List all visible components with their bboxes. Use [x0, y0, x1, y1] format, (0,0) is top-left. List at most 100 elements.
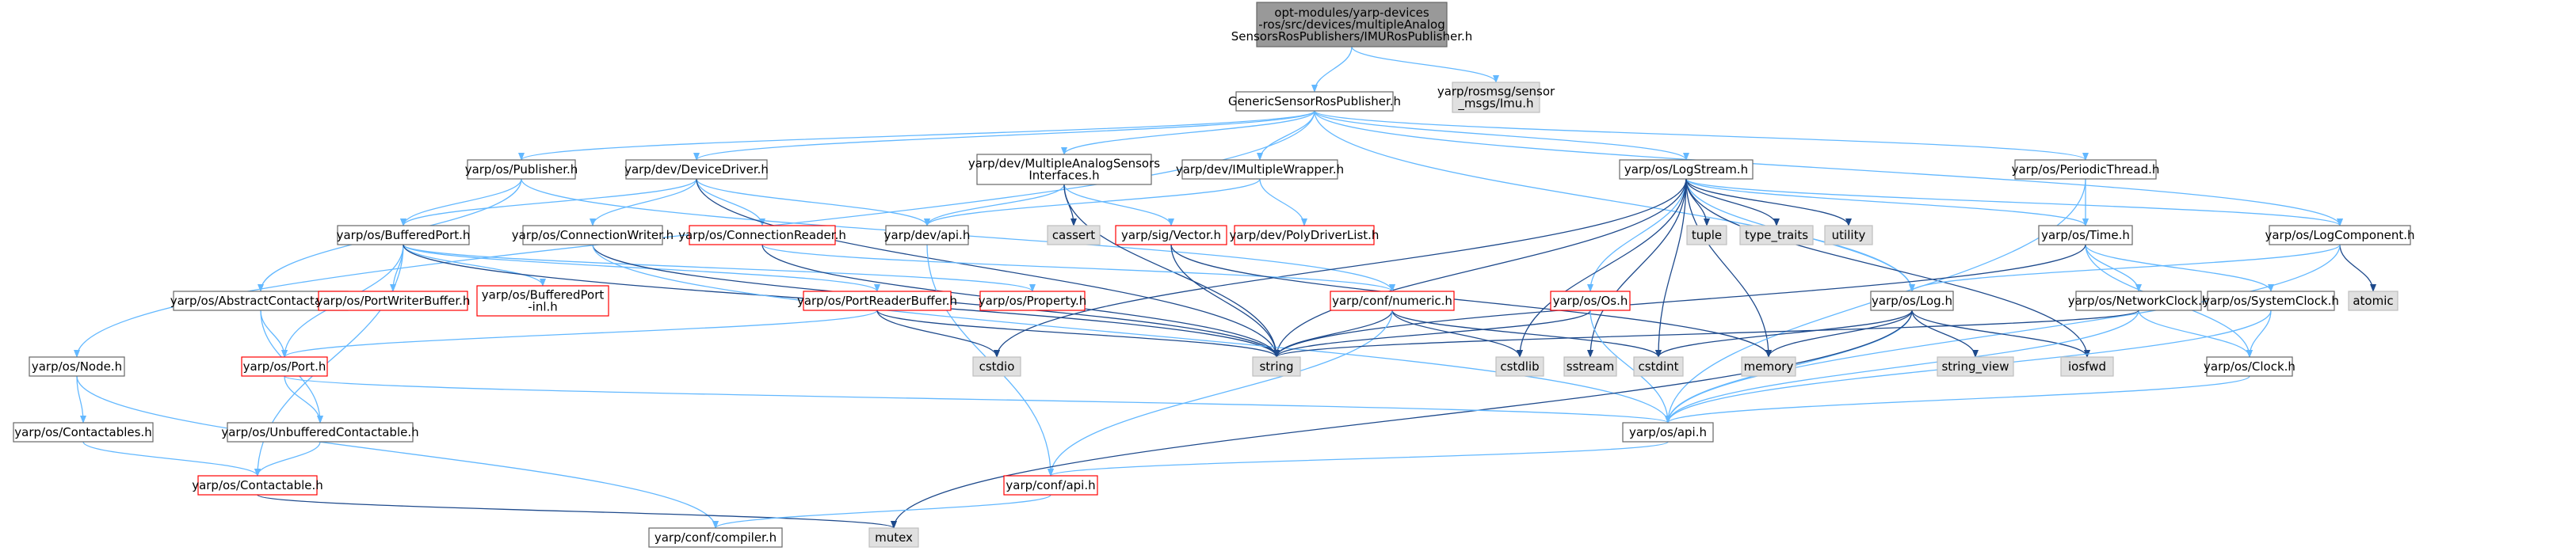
node-clock[interactable]: yarp/os/Clock.h: [2204, 356, 2296, 377]
edge-osos-to-string: [1273, 310, 1591, 358]
node-label: yarp/conf/compiler.h: [654, 530, 777, 545]
edge-osapi-to-confapi: [1048, 441, 1669, 477]
node-iosfwd[interactable]: iosfwd: [2060, 356, 2114, 377]
node-networkclock[interactable]: yarp/os/NetworkClock.h: [2068, 291, 2210, 311]
node-box: [2269, 225, 2411, 245]
node-numeric[interactable]: yarp/conf/numeric.h: [1330, 291, 1455, 311]
node-vector[interactable]: yarp/sig/Vector.h: [1115, 225, 1227, 245]
edge-devicedriver-to-connreader: [696, 178, 765, 226]
node-portwriterbuffer[interactable]: yarp/os/PortWriterBuffer.h: [316, 291, 471, 311]
node-cassert[interactable]: cassert: [1047, 225, 1101, 245]
node-cstdint[interactable]: cstdint: [1633, 356, 1684, 377]
node-box: [476, 285, 609, 317]
node-box: [885, 225, 969, 245]
node-devicedriver[interactable]: yarp/dev/DeviceDriver.h: [624, 159, 769, 180]
node-root[interactable]: opt-modules/yarp-devices-ros/src/devices…: [1231, 2, 1473, 48]
node-atomic[interactable]: atomic: [2348, 291, 2399, 311]
edge-generic-to-periodic: [1314, 110, 2089, 161]
node-typetraits[interactable]: type_traits: [1739, 225, 1814, 245]
node-unbuffered[interactable]: yarp/os/UnbufferedContactable.h: [221, 422, 419, 443]
edge-bufferedport-to-portreaderbuffer: [403, 244, 880, 292]
node-tuple[interactable]: tuple: [1686, 225, 1727, 245]
node-bufferedport[interactable]: yarp/os/BufferedPort.h: [337, 225, 471, 245]
edge-logstream-to-osos: [1587, 178, 1687, 292]
edge-confapi-to-compiler: [712, 494, 1051, 529]
edge-log-to-string_view: [1911, 310, 1979, 358]
node-rosmsg_imu[interactable]: yarp/rosmsg/sensor_msgs/Imu.h: [1437, 82, 1555, 113]
node-contactables[interactable]: yarp/os/Contactables.h: [13, 422, 154, 443]
edge-devicedriver-to-bufferedport: [400, 178, 697, 226]
node-box: [467, 159, 576, 180]
edge-logstream-to-time: [1685, 178, 2089, 226]
node-mutex[interactable]: mutex: [868, 527, 919, 548]
node-box: [1252, 356, 1301, 377]
node-box: [1047, 225, 1101, 245]
edge-publisher-to-bufferedport: [400, 178, 522, 226]
node-string[interactable]: string: [1252, 356, 1301, 377]
node-label: -inl.h: [528, 300, 558, 314]
node-label: yarp/sig/Vector.h: [1121, 228, 1221, 242]
node-node[interactable]: yarp/os/Node.h: [29, 356, 125, 377]
node-connwriter[interactable]: yarp/os/ConnectionWriter.h: [512, 225, 674, 245]
node-box: [1563, 356, 1617, 377]
node-label: yarp/os/Os.h: [1553, 294, 1628, 308]
node-generic[interactable]: GenericSensorRosPublisher.h: [1228, 91, 1401, 112]
node-osos[interactable]: yarp/os/Os.h: [1550, 291, 1631, 311]
node-bufferedportinl[interactable]: yarp/os/BufferedPort-inl.h: [476, 285, 609, 317]
node-publisher[interactable]: yarp/os/Publisher.h: [465, 159, 578, 180]
node-systemclock[interactable]: yarp/os/SystemClock.h: [2203, 291, 2339, 311]
node-logcomponent[interactable]: yarp/os/LogComponent.h: [2265, 225, 2415, 245]
node-devapi[interactable]: yarp/dev/api.h: [884, 225, 971, 245]
edge-networkclock-to-osapi: [1665, 310, 2139, 424]
node-cstdlib[interactable]: cstdlib: [1495, 356, 1544, 377]
node-label: yarp/dev/api.h: [884, 228, 971, 242]
node-polydriverlist[interactable]: yarp/dev/PolyDriverList.h: [1230, 225, 1380, 245]
node-label: yarp/os/BufferedPort.h: [337, 228, 471, 242]
node-logstream[interactable]: yarp/os/LogStream.h: [1619, 159, 1754, 180]
node-utility[interactable]: utility: [1824, 225, 1873, 245]
node-box: [1550, 291, 1631, 311]
edge-root-to-rosmsg_imu: [1351, 46, 1499, 83]
node-portreaderbuffer[interactable]: yarp/os/PortReaderBuffer.h: [797, 291, 957, 311]
node-memory[interactable]: memory: [1741, 356, 1796, 377]
node-imw[interactable]: yarp/dev/IMultipleWrapper.h: [1176, 159, 1344, 180]
node-osapi[interactable]: yarp/os/api.h: [1622, 422, 1714, 443]
edge-generic-to-masi: [1061, 110, 1315, 155]
node-box: [29, 356, 125, 377]
node-confapi[interactable]: yarp/conf/api.h: [1003, 475, 1098, 496]
node-time[interactable]: yarp/os/Time.h: [2038, 225, 2133, 245]
edge-numeric-to-cstdlib: [1391, 310, 1523, 358]
edge-logstream-to-utility: [1685, 178, 1852, 226]
node-sstream[interactable]: sstream: [1563, 356, 1617, 377]
node-box: [227, 422, 414, 443]
node-label: yarp/rosmsg/sensor: [1437, 85, 1555, 99]
node-label: string: [1259, 359, 1293, 374]
node-cstdio[interactable]: cstdio: [972, 356, 1021, 377]
node-label: yarp/dev/IMultipleWrapper.h: [1176, 162, 1344, 177]
edge-networkclock-to-string: [1273, 310, 2139, 358]
edge-portreaderbuffer-to-string: [876, 310, 1280, 358]
edge-log-to-mutex: [891, 310, 1913, 529]
node-connreader[interactable]: yarp/os/ConnectionReader.h: [678, 225, 846, 245]
node-box: [1937, 356, 2014, 377]
edge-logstream-to-string: [1273, 178, 1687, 358]
node-compiler[interactable]: yarp/conf/compiler.h: [648, 527, 783, 548]
node-log[interactable]: yarp/os/Log.h: [1870, 291, 1954, 311]
node-box: [2060, 356, 2114, 377]
edge-contactables-to-contactable: [82, 441, 261, 477]
node-box: [1824, 225, 1873, 245]
edge-connwriter-to-osapi: [592, 244, 1671, 424]
node-string_view[interactable]: string_view: [1937, 356, 2014, 377]
node-box: [241, 356, 328, 377]
node-port[interactable]: yarp/os/Port.h: [241, 356, 328, 377]
node-box: [1235, 91, 1394, 112]
node-label: cstdlib: [1500, 359, 1539, 374]
node-masi[interactable]: yarp/dev/MultipleAnalogSensorsInterfaces…: [968, 154, 1160, 185]
node-label: yarp/os/PeriodicThread.h: [2012, 162, 2160, 177]
node-contactable[interactable]: yarp/os/Contactable.h: [192, 475, 323, 496]
node-label: SensorsRosPublishers/IMURosPublisher.h: [1231, 29, 1473, 44]
node-periodic[interactable]: yarp/os/PeriodicThread.h: [2012, 159, 2160, 180]
node-label: yarp/os/LogStream.h: [1624, 162, 1748, 177]
node-property[interactable]: yarp/os/Property.h: [979, 291, 1086, 311]
edge-generic-to-publisher: [518, 110, 1315, 161]
